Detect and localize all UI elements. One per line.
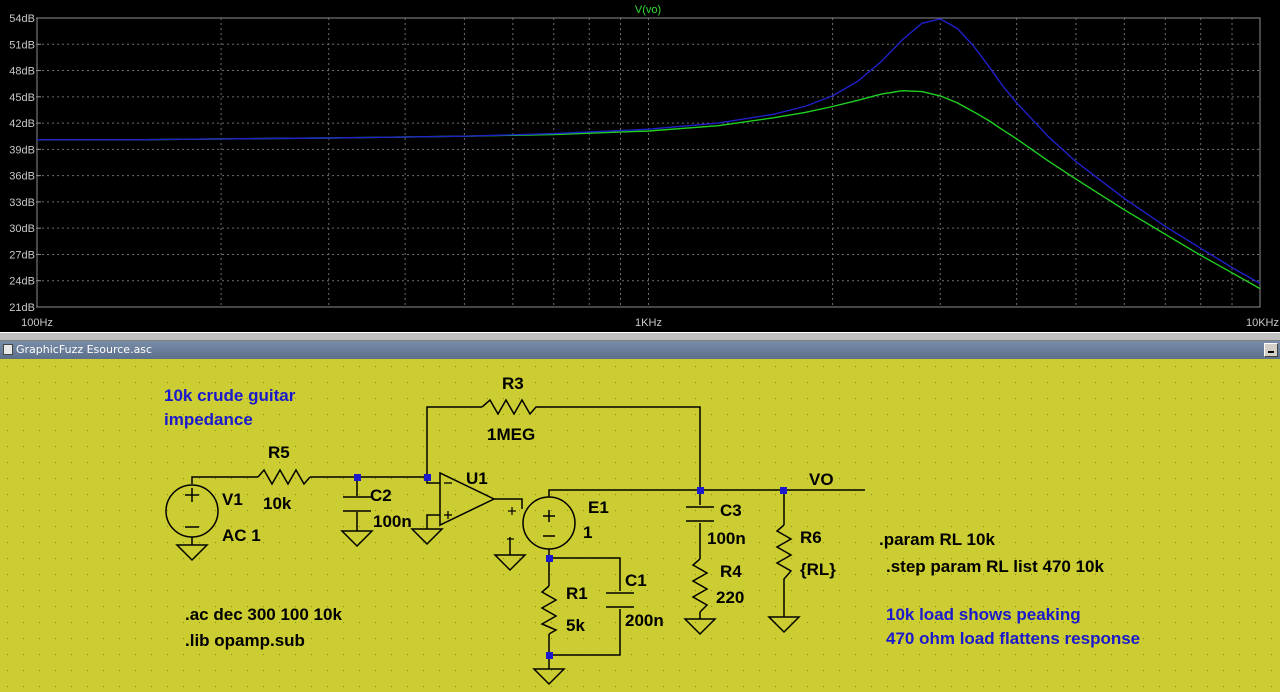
y-tick-label: 36dB bbox=[9, 171, 35, 183]
c2-name: C2 bbox=[370, 486, 392, 505]
r4-value: 220 bbox=[716, 588, 744, 607]
r6-name: R6 bbox=[800, 528, 822, 547]
e1-name: E1 bbox=[588, 498, 609, 517]
r1-value: 5k bbox=[566, 616, 585, 635]
v1-name: V1 bbox=[222, 490, 243, 509]
plot-traces[interactable] bbox=[37, 18, 1261, 290]
net-label-vo[interactable]: VO bbox=[809, 470, 834, 489]
r3-name: R3 bbox=[502, 374, 524, 393]
x-tick-label: 1KHz bbox=[635, 317, 662, 329]
minimize-button[interactable] bbox=[1264, 343, 1278, 357]
comment-guitar-line2[interactable]: impedance bbox=[164, 410, 253, 429]
component-r1[interactable]: R1 5k bbox=[540, 584, 588, 635]
trace-rl-10k[interactable] bbox=[37, 18, 1261, 285]
y-tick-label: 42dB bbox=[9, 118, 35, 130]
schematic-titlebar[interactable]: GraphicFuzz Esource.asc bbox=[0, 341, 1280, 359]
c2-value: 100n bbox=[373, 512, 412, 531]
component-r5[interactable]: R5 10k bbox=[257, 443, 311, 513]
e1-value: 1 bbox=[583, 523, 592, 542]
r4-name: R4 bbox=[720, 562, 742, 581]
junction-dots bbox=[354, 474, 787, 659]
y-tick-label: 51dB bbox=[9, 39, 35, 51]
component-r6[interactable]: R6 {RL} bbox=[775, 524, 836, 589]
component-c3[interactable]: C3 100n bbox=[686, 501, 746, 548]
component-u1[interactable]: U1 bbox=[439, 469, 496, 527]
directive-param[interactable]: .param RL 10k bbox=[879, 530, 995, 549]
y-tick-label: 21dB bbox=[9, 302, 35, 314]
y-tick-label: 27dB bbox=[9, 249, 35, 261]
c3-name: C3 bbox=[720, 501, 742, 520]
trace-title[interactable]: V(vo) bbox=[635, 4, 661, 16]
component-c2[interactable]: C2 100n bbox=[343, 486, 412, 531]
r3-value: 1MEG bbox=[487, 425, 535, 444]
c3-value: 100n bbox=[707, 529, 746, 548]
y-tick-label: 30dB bbox=[9, 223, 35, 235]
r5-value: 10k bbox=[263, 494, 292, 513]
plot-grid bbox=[37, 18, 1260, 307]
waveform-plot[interactable]: 54dB 51dB 48dB 45dB 42dB 39dB 36dB 33dB 30dB 27dB… bbox=[0, 0, 1280, 332]
x-tick-label: 10KHz bbox=[1246, 317, 1279, 329]
y-tick-label: 48dB bbox=[9, 66, 35, 78]
c1-value: 200n bbox=[625, 611, 664, 630]
plot-frame bbox=[36, 17, 1261, 308]
component-r3[interactable]: R3 1MEG bbox=[481, 374, 542, 444]
component-v1[interactable]: V1 AC 1 bbox=[165, 484, 261, 545]
directive-ac[interactable]: .ac dec 300 100 10k bbox=[185, 605, 342, 624]
pane-splitter[interactable] bbox=[0, 332, 1280, 341]
schematic-document-icon bbox=[3, 344, 13, 355]
directive-step[interactable]: .step param RL list 470 10k bbox=[886, 557, 1105, 576]
r1-name: R1 bbox=[566, 584, 588, 603]
wires[interactable] bbox=[191, 406, 865, 669]
y-tick-label: 24dB bbox=[9, 276, 35, 288]
y-tick-label: 39dB bbox=[9, 144, 35, 156]
x-tick-label: 100Hz bbox=[21, 317, 53, 329]
comment-load-line1[interactable]: 10k load shows peaking bbox=[886, 605, 1081, 624]
u1-name: U1 bbox=[466, 469, 488, 488]
ground-symbols bbox=[175, 528, 801, 686]
c1-name: C1 bbox=[625, 571, 647, 590]
r5-name: R5 bbox=[268, 443, 290, 462]
schematic-canvas[interactable]: 10k crude guitar impedance 10k load show… bbox=[0, 359, 1280, 692]
schematic-window-title: GraphicFuzz Esource.asc bbox=[16, 343, 153, 356]
component-e1[interactable]: E1 1 bbox=[507, 496, 609, 550]
directive-lib[interactable]: .lib opamp.sub bbox=[185, 631, 305, 650]
comment-load-line2[interactable]: 470 ohm load flattens response bbox=[886, 629, 1140, 648]
y-tick-label: 33dB bbox=[9, 197, 35, 209]
comment-guitar-line1[interactable]: 10k crude guitar bbox=[164, 386, 296, 405]
component-c1[interactable]: C1 200n bbox=[606, 571, 664, 630]
waveform-plot-pane[interactable]: 54dB 51dB 48dB 45dB 42dB 39dB 36dB 33dB 30dB 27dB… bbox=[0, 0, 1280, 332]
y-tick-label: 45dB bbox=[9, 92, 35, 104]
y-axis-ticks: 54dB 51dB 48dB 45dB 42dB 39dB 36dB 33dB 30dB 27dB… bbox=[9, 13, 41, 314]
component-r4[interactable]: R4 220 bbox=[691, 558, 744, 613]
r6-value: {RL} bbox=[800, 560, 836, 579]
v1-value: AC 1 bbox=[222, 526, 261, 545]
schematic-drawing[interactable]: 10k crude guitar impedance 10k load show… bbox=[0, 359, 1280, 692]
y-tick-label: 54dB bbox=[9, 13, 35, 25]
x-axis-ticks: 100Hz 1KHz 10KHz bbox=[21, 317, 1279, 329]
